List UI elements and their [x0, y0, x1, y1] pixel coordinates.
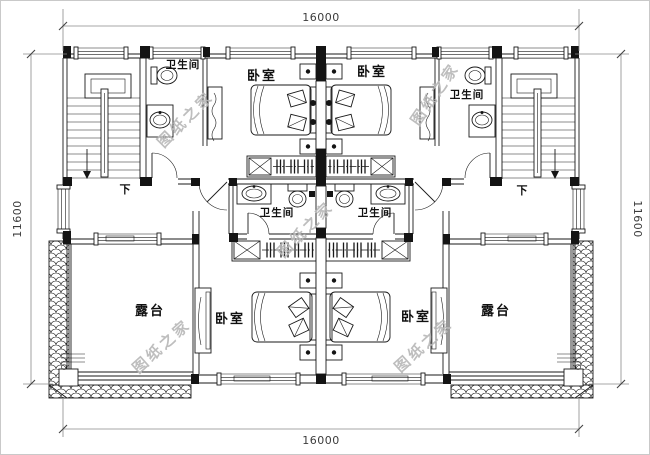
dimension-top: 16000	[58, 9, 584, 51]
dimension-top-value: 16000	[302, 11, 340, 24]
dimension-right: 11600	[575, 49, 644, 389]
center-wall	[315, 46, 327, 384]
label-bedroom-top-right: 卧室	[357, 64, 387, 80]
label-stairs-down-right: 下	[517, 184, 528, 197]
dimension-left-value: 11600	[11, 200, 24, 238]
dimension-bottom-value: 16000	[302, 434, 340, 447]
label-bathroom-top-left: 卫生间	[166, 58, 201, 71]
dimension-left: 11600	[11, 49, 67, 389]
label-bedroom-top-left: 卧室	[247, 68, 277, 84]
dimension-bottom: 16000	[58, 399, 584, 447]
label-bathroom-mid-right: 卫生间	[358, 206, 393, 219]
label-bedroom-bottom-left: 卧室	[215, 311, 245, 327]
label-bathroom-mid-left: 卫生间	[260, 206, 295, 219]
watermark-bottom-left: 图纸之家	[129, 316, 195, 378]
left-unit	[48, 45, 317, 399]
label-bathroom-top-right: 卫生间	[450, 88, 485, 101]
label-terrace-left: 露台	[135, 303, 165, 319]
label-terrace-right: 露台	[481, 303, 511, 319]
label-stairs-down-left: 下	[120, 183, 131, 196]
label-bedroom-bottom-right: 卧室	[401, 309, 431, 325]
dimension-right-value: 11600	[631, 200, 644, 238]
